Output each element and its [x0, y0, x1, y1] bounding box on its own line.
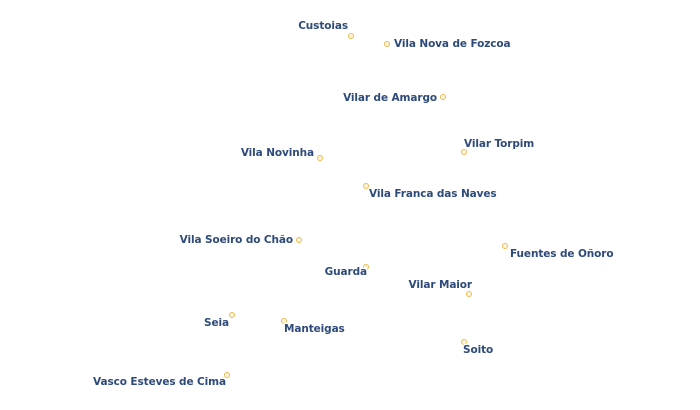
- place-label: Vilar de Amargo: [343, 92, 437, 104]
- place-label: Vilar Maior: [408, 279, 473, 291]
- place-marker[interactable]: [229, 312, 235, 318]
- place-label: Vilar Torpim: [464, 138, 535, 150]
- place-label: Custoias: [298, 20, 348, 32]
- place-label: Guarda: [324, 266, 367, 278]
- place-marker[interactable]: [296, 237, 302, 243]
- place-label: Vila Novinha: [240, 147, 314, 159]
- place-marker[interactable]: [466, 291, 472, 297]
- place-marker[interactable]: [348, 33, 354, 39]
- place-label: Fuentes de Oñoro: [510, 248, 614, 260]
- place-marker[interactable]: [461, 149, 467, 155]
- place-marker[interactable]: [502, 243, 508, 249]
- place-marker[interactable]: [224, 372, 230, 378]
- place-marker[interactable]: [461, 339, 467, 345]
- place-label: Seia: [204, 317, 229, 329]
- place-marker[interactable]: [440, 94, 446, 100]
- place-marker[interactable]: [281, 318, 287, 324]
- place-marker[interactable]: [317, 155, 323, 161]
- place-label: Vasco Esteves de Cima: [93, 376, 226, 388]
- place-marker[interactable]: [363, 264, 369, 270]
- place-label: Vila Franca das Naves: [369, 188, 497, 200]
- place-marker[interactable]: [363, 183, 369, 189]
- place-label: Manteigas: [284, 323, 345, 335]
- place-label: Soito: [463, 344, 494, 356]
- place-label: Vila Soeiro do Chão: [179, 234, 293, 246]
- place-marker[interactable]: [384, 41, 390, 47]
- place-label: Vila Nova de Fozcoa: [394, 38, 511, 50]
